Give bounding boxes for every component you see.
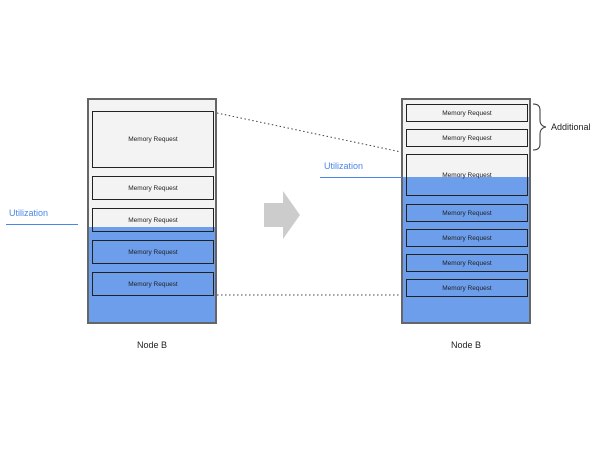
memory-request: Memory Request xyxy=(92,111,214,168)
memory-request: Memory Request xyxy=(406,204,528,222)
memory-request: Memory Request xyxy=(92,176,214,200)
memory-request: Memory Request xyxy=(406,229,528,247)
left-node-label: Node B xyxy=(136,340,168,350)
memory-request: Memory Request xyxy=(406,254,528,272)
right-utilization-fill xyxy=(403,177,529,322)
memory-request: Memory Request xyxy=(92,208,214,232)
right-utilization-line xyxy=(320,177,402,178)
left-utilization-line xyxy=(6,224,78,225)
left-node: Memory Request Memory Request Memory Req… xyxy=(87,98,217,324)
additional-label: Additional xyxy=(551,122,591,132)
top-connector-line xyxy=(216,112,402,153)
memory-request: Memory Request xyxy=(92,240,214,264)
memory-request: Memory Request xyxy=(406,129,528,147)
memory-request: Memory Request xyxy=(406,279,528,297)
memory-request: Memory Request xyxy=(92,272,214,296)
right-node-label: Node B xyxy=(450,340,482,350)
left-utilization-label: Utilization xyxy=(9,208,49,218)
memory-request: Memory Request xyxy=(406,104,528,122)
right-node: Memory Request Memory Request Memory Req… xyxy=(401,98,531,324)
memory-request: Memory Request xyxy=(406,154,528,196)
left-utilization-fill xyxy=(89,227,215,322)
right-utilization-label: Utilization xyxy=(324,161,364,171)
